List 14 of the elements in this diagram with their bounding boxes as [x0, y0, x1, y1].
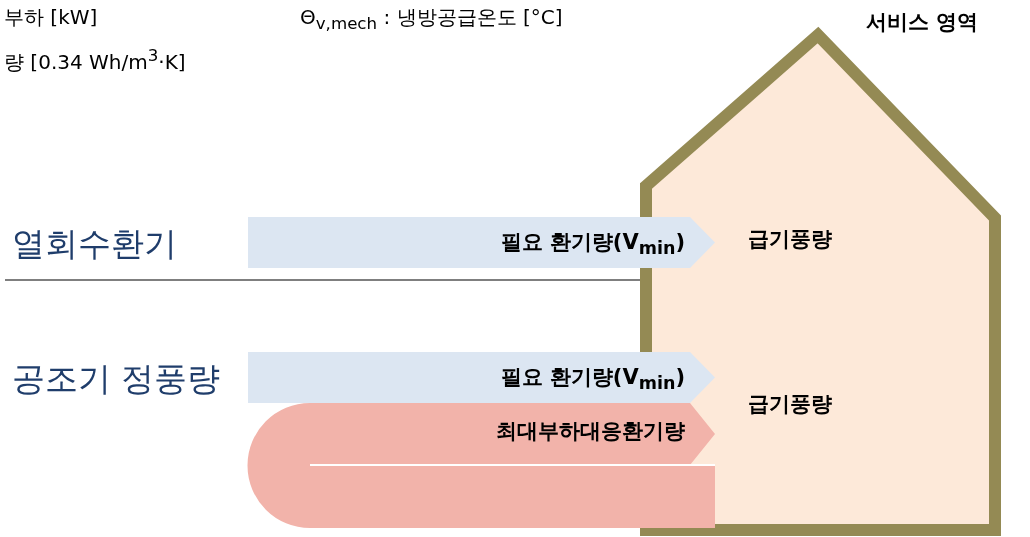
u-turn-arrow-banner: [248, 403, 715, 528]
formula-note: 부하 [kW]: [4, 4, 98, 31]
flow-label: 급기풍량: [748, 390, 868, 422]
row-label: 공조기 정풍량: [12, 358, 221, 400]
arrow-label: 필요 환기량(V$_{min}$): [500, 364, 685, 394]
area-heading: 서비스 영역: [866, 9, 979, 36]
formula-note: 량 [0.34 Wh/m$^{3}$·K]: [4, 46, 186, 76]
arrow-banner: [248, 352, 715, 403]
arrow-label: 필요 환기량(V$_{min}$): [500, 229, 685, 259]
flow-label: 급기풍량: [748, 225, 868, 257]
row-label: 열회수환기: [12, 223, 177, 265]
formula-note: Θ$_{v,mech}$ : 냉방공급온도 [°C]: [300, 4, 563, 33]
arrow-banner: [248, 217, 715, 268]
arrow-label: 최대부하대응환기량: [496, 418, 685, 445]
